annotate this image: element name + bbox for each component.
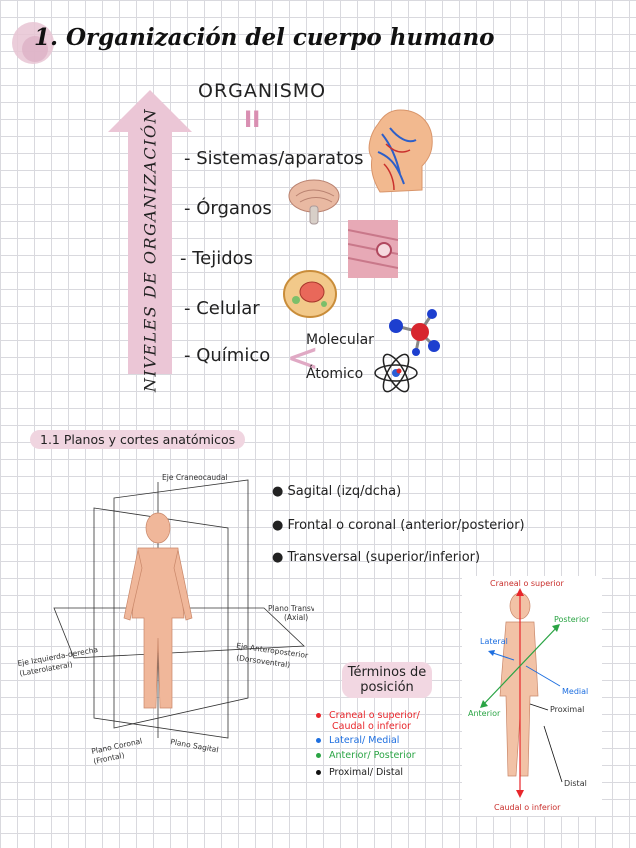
organismo-label: ORGANISMO	[198, 80, 327, 102]
sagittal-plane	[113, 479, 249, 729]
legend-caudal-text: Caudal o inferior	[332, 721, 411, 732]
legend-lateral: Lateral/ Medial	[316, 735, 399, 746]
title-decoration-inner	[22, 36, 48, 62]
level-organos: - Órganos	[184, 198, 272, 219]
molecule-illustration	[389, 309, 440, 356]
legend-craneal-text: Craneal o superior/	[329, 710, 420, 721]
legend-proximal-text: Proximal/ Distal	[329, 767, 404, 778]
sub-atomico: Átomico	[306, 366, 364, 382]
label-craneal: Craneal o superior	[490, 579, 565, 588]
bullet-sagital-text: Sagital (izq/dcha)	[287, 484, 402, 499]
bullet-frontal-text: Frontal o coronal (anterior/posterior)	[287, 518, 525, 533]
level-quimico: - Químico	[184, 345, 271, 366]
sub-molecular: Molecular	[306, 332, 374, 348]
page-title: 1. Organización del cuerpo humano	[34, 24, 495, 51]
label-caudal: Caudal o inferior	[494, 803, 561, 812]
red-dot-icon	[316, 713, 321, 718]
axial-label: (Axial)	[284, 613, 308, 622]
plano-sagital-label: Plano Sagital	[170, 737, 220, 754]
legend-craneal: Craneal o superior/	[316, 710, 420, 721]
brace-icon: <	[286, 335, 320, 381]
section-planos-heading: 1.1 Planos y cortes anatómicos	[30, 430, 246, 449]
bullet-sagital: ● Sagital (izq/dcha)	[272, 484, 402, 499]
up-arrow-icon	[108, 90, 192, 132]
atom-icon	[374, 353, 418, 393]
tissue-illustration	[348, 220, 398, 278]
body-position-diagram: Craneal o superior Posterior Lateral Med…	[462, 576, 602, 816]
legend-anterior: Anterior/ Posterior	[316, 750, 416, 761]
label-posterior: Posterior	[554, 615, 590, 624]
vascular-head-illustration	[368, 109, 433, 193]
transverse-plane	[53, 607, 305, 659]
anatomical-planes-diagram: Eje Craneocaudal Plano Transversal (Axia…	[17, 473, 314, 766]
human-figure	[123, 512, 193, 709]
label-lateral: Lateral	[480, 637, 508, 646]
black-dot-icon	[316, 770, 321, 775]
terminos-line2: posición	[360, 680, 414, 695]
bullet-transversal: ● Transversal (superior/inferior)	[272, 550, 481, 565]
eje-craneocaudal-label: Eje Craneocaudal	[162, 473, 228, 482]
cell-illustration	[283, 270, 337, 318]
legend-proximal: Proximal/ Distal	[316, 767, 403, 778]
plano-transversal-label: Plano Transversal	[268, 604, 314, 613]
up-arrow-shaft	[128, 128, 172, 374]
brain-illustration	[288, 179, 340, 225]
legend-lateral-text: Lateral/ Medial	[329, 735, 400, 746]
bullet-transversal-text: Transversal (superior/inferior)	[287, 550, 481, 565]
coronal-plane	[93, 507, 229, 739]
level-tejidos: - Tejidos	[180, 248, 254, 269]
legend-anterior-text: Anterior/ Posterior	[329, 750, 416, 761]
level-sistemas: - Sistemas/aparatos	[184, 148, 364, 169]
terminos-posicion-pill: Términos de posición	[342, 662, 432, 698]
label-distal: Distal	[564, 779, 587, 788]
blue-dot-icon	[316, 738, 321, 743]
bullet-frontal: ● Frontal o coronal (anterior/posterior)	[272, 518, 525, 533]
vertical-label: NIVELES DE ORGANIZACIÓN	[140, 107, 160, 393]
terminos-line1: Términos de	[347, 665, 427, 680]
body-figure	[499, 592, 539, 777]
label-anterior: Anterior	[468, 709, 501, 718]
level-celular: - Celular	[184, 298, 260, 319]
label-proximal: Proximal	[550, 705, 584, 714]
green-dot-icon	[316, 753, 321, 758]
label-medial: Medial	[562, 687, 588, 696]
equals-sign: II	[244, 108, 261, 133]
